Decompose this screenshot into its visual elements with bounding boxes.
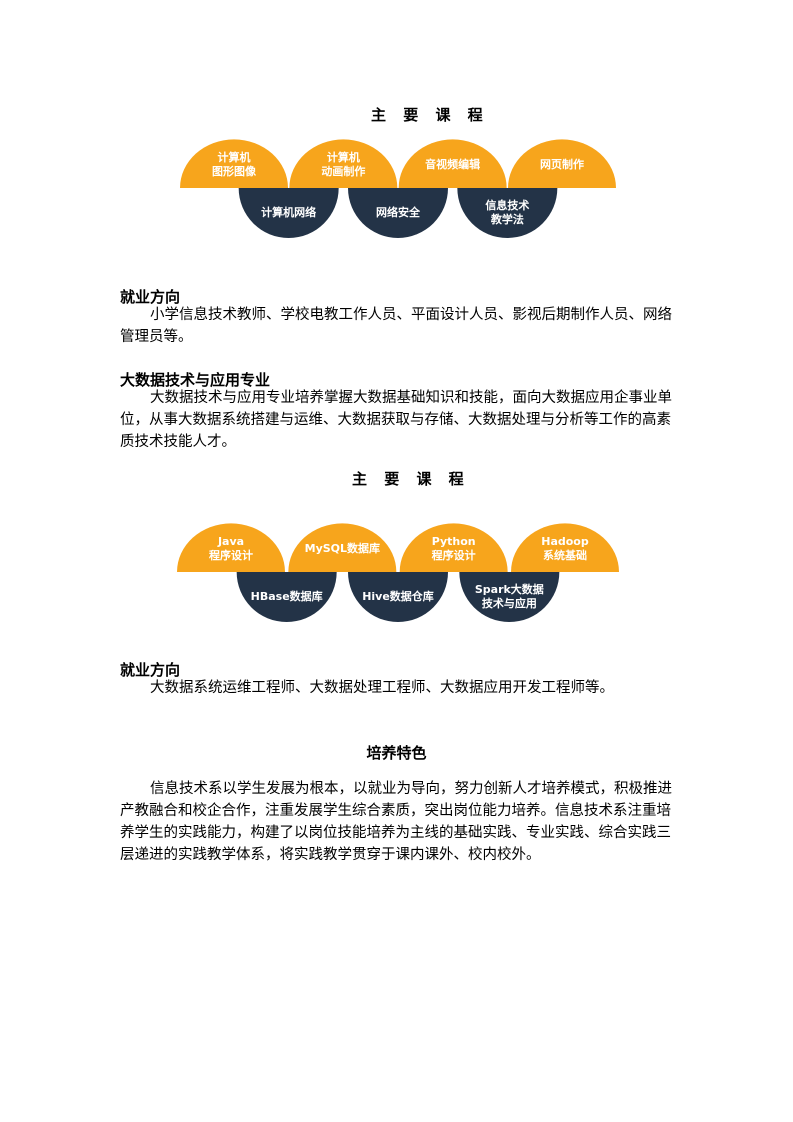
employment-text-2: 大数据系统运维工程师、大数据处理工程师、大数据应用开发工程师等。: [150, 680, 614, 696]
course-bottom-label-1-1-line-0: 网络安全: [376, 205, 421, 219]
employment-text-1: 小学信息技术教师、学校电教工作人员、平面设计人员、影视后期制作人员、网络管理员等…: [120, 307, 672, 345]
course-bottom-disc-2-1: [348, 572, 448, 622]
courses-title-2: 主 要 课 程: [352, 470, 470, 488]
course-top-label-2-0-line-1: 程序设计: [209, 548, 253, 562]
course-bottom-label-1-0-line-0: 计算机网络: [261, 205, 316, 219]
features-heading: 培养特色: [366, 744, 427, 762]
course-top-label-1-1-line-1: 动画制作: [321, 164, 365, 178]
course-top-label-1-1-line-0: 计算机: [327, 150, 360, 164]
courses-diagram-2: Java程序设计MySQL数据库Python程序设计Hadoop系统基础HBas…: [177, 523, 619, 622]
course-bottom-label-1-2-line-0: 信息技术: [485, 198, 529, 212]
employment-heading-2: 就业方向: [120, 661, 181, 679]
course-top-label-2-0-line-0: Java: [217, 535, 244, 548]
course-top-label-1-3-line-0: 网页制作: [540, 157, 584, 171]
course-top-disc-1-2: [398, 139, 507, 188]
course-top-label-2-2-line-0: Python: [432, 535, 476, 548]
courses-title-1: 主 要 课 程: [371, 106, 489, 124]
course-bottom-disc-1-1: [348, 188, 448, 238]
course-bottom-disc-1-0: [238, 188, 339, 238]
course-top-label-1-0-line-0: 计算机: [218, 150, 251, 164]
course-bottom-label-1-2-line-1: 教学法: [490, 212, 524, 226]
course-top-disc-1-0: [180, 139, 288, 188]
course-bottom-label-2-0-line-0: HBase数据库: [251, 589, 323, 603]
course-top-disc-2-3: [511, 523, 619, 572]
major-heading-bigdata: 大数据技术与应用专业: [120, 371, 271, 389]
course-top-label-1-2-line-0: 音视频编辑: [425, 157, 480, 171]
course-bottom-disc-1-2: [457, 188, 558, 238]
course-bottom-disc-2-2: [459, 572, 560, 622]
course-top-label-1-0-line-1: 图形图像: [212, 164, 257, 178]
features-text: 信息技术系以学生发展为根本，以就业为导向，努力创新人才培养模式，积极推进产教融合…: [120, 781, 672, 863]
courses-diagram-1: 计算机图形图像计算机动画制作音视频编辑网页制作计算机网络网络安全信息技术教学法: [180, 139, 616, 238]
course-top-disc-2-2: [399, 523, 508, 572]
course-bottom-label-2-2-line-1: 技术与应用: [482, 596, 537, 610]
course-top-label-2-1-line-0: MySQL数据库: [305, 541, 380, 555]
course-top-disc-1-3: [508, 139, 616, 188]
course-top-label-2-2-line-1: 程序设计: [432, 548, 476, 562]
course-top-label-2-3-line-0: Hadoop: [541, 535, 589, 548]
course-top-disc-2-1: [288, 523, 397, 572]
employment-heading-1: 就业方向: [120, 288, 181, 306]
course-top-disc-1-1: [289, 139, 398, 188]
course-bottom-label-2-1-line-0: Hive数据仓库: [362, 589, 434, 603]
course-bottom-disc-2-0: [236, 572, 337, 622]
course-top-label-2-3-line-1: 系统基础: [543, 548, 587, 562]
course-bottom-label-2-2-line-0: Spark大数据: [475, 582, 544, 596]
major-text-bigdata: 大数据技术与应用专业培养掌握大数据基础知识和技能，面向大数据应用企事业单位，从事…: [120, 390, 672, 450]
course-top-disc-2-0: [177, 523, 285, 572]
